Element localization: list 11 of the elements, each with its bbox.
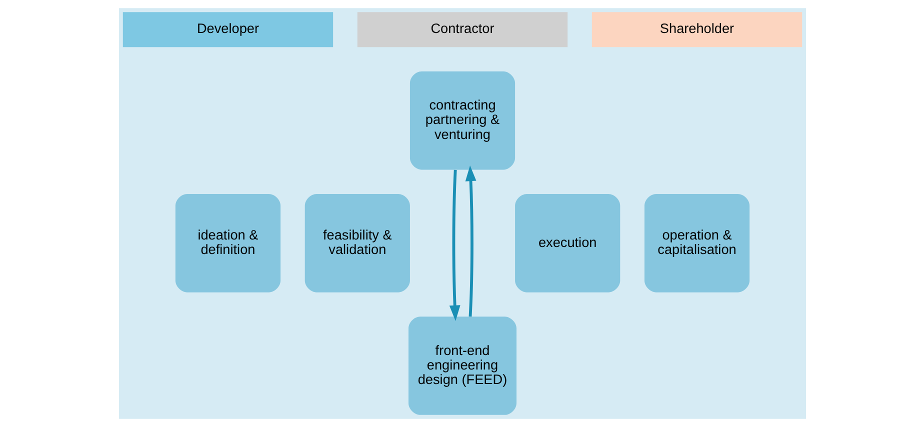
node-box: Contractor [356,12,568,48]
node-box: Developer [122,12,333,48]
node-box: contracting partnering & venturing [409,71,515,170]
node-box: feasibility & validation [304,194,410,292]
node-box: ideation & definition [174,194,280,292]
arrow [448,170,460,321]
node-box: Shareholder [591,12,802,48]
arrow [464,165,476,317]
node-box: execution [514,194,620,292]
node-box: operation & capitalisation [644,194,750,292]
node-box: front-end engineering design (FEED) [408,316,516,415]
